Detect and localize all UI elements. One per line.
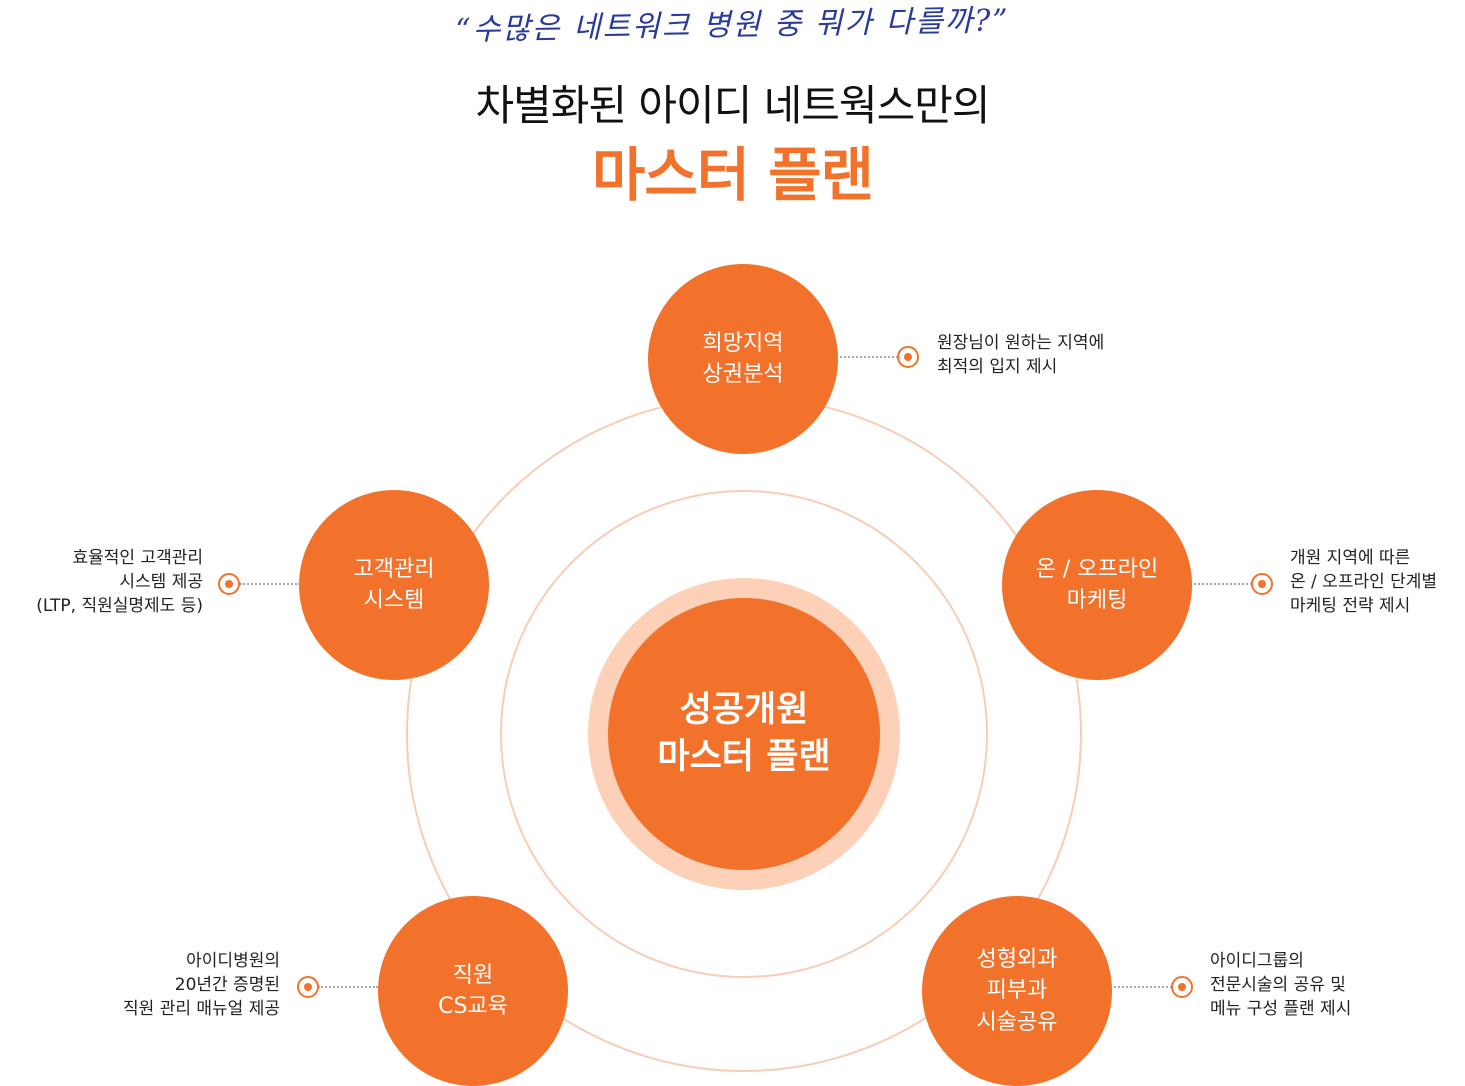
desc-line: 효율적인 고객관리 xyxy=(72,548,203,568)
node-staff-cs-training: 직원 CS교육 xyxy=(378,896,568,1086)
node-description: 원장님이 원하는 지역에 최적의 입지 제시 xyxy=(937,332,1104,380)
center-circle: 성공개원 마스터 플랜 xyxy=(608,598,880,870)
desc-line: 마케팅 전략 제시 xyxy=(1290,595,1411,616)
desc-line: 온 / 오프라인 단계별 xyxy=(1290,571,1438,592)
desc-line: 전문시술의 공유 및 xyxy=(1210,974,1346,995)
node-title-line: 고객관리 xyxy=(353,556,435,582)
node-title-line: CS교육 xyxy=(438,994,508,1019)
node-title-line: 시술공유 xyxy=(976,1009,1058,1035)
leader-line xyxy=(318,986,378,988)
bullet-dot-icon xyxy=(1251,573,1273,595)
desc-line: 직원 관리 매뉴얼 제공 xyxy=(123,998,280,1019)
node-description: 개원 지역에 따른 온 / 오프라인 단계별 마케팅 전략 제시 xyxy=(1290,547,1437,618)
node-title-line: 마케팅 xyxy=(1066,588,1128,613)
leader-line xyxy=(240,583,300,585)
page-title-highlight: 마스터 플랜 xyxy=(592,141,874,209)
center-label-line1: 성공개원 xyxy=(679,689,809,730)
node-title-line: 시스템 xyxy=(363,588,425,613)
node-title-line: 직원 xyxy=(452,962,494,988)
leader-line xyxy=(1194,583,1252,585)
bullet-dot-icon xyxy=(1171,976,1193,998)
inner-ring xyxy=(500,490,988,978)
node-title-line: 피부과 xyxy=(986,978,1048,1004)
desc-line: 메뉴 구성 플랜 제시 xyxy=(1210,998,1352,1019)
node-description: 효율적인 고객관리 시스템 제공 (LTP, 직원실명제도 등) xyxy=(0,547,203,618)
node-description: 아이디그룹의 전문시술의 공유 및 메뉴 구성 플랜 제시 xyxy=(1210,950,1351,1021)
node-procedure-sharing: 성형외과 피부과 시술공유 xyxy=(922,896,1112,1086)
node-description: 아이디병원의 20년간 증명된 직원 관리 매뉴얼 제공 xyxy=(60,950,280,1021)
desc-line: 20년간 증명된 xyxy=(174,974,280,995)
center-label-line2: 마스터 플랜 xyxy=(657,737,831,777)
node-title-line: 성형외과 xyxy=(976,947,1058,973)
desc-line: 개원 지역에 따른 xyxy=(1290,548,1411,568)
desc-line: 최적의 입지 제시 xyxy=(937,356,1058,377)
node-customer-management: 고객관리 시스템 xyxy=(299,490,489,680)
node-title-line: 온 / 오프라인 xyxy=(1035,556,1159,582)
leader-line xyxy=(1114,986,1172,988)
page-title: 차별화된 아이디 네트웍스만의 xyxy=(475,81,990,130)
bullet-dot-icon xyxy=(897,346,919,368)
desc-line: 아이디그룹의 xyxy=(1210,951,1304,971)
desc-line: (LTP, 직원실명제도 등) xyxy=(36,595,203,616)
node-title-line: 상권분석 xyxy=(702,362,784,387)
bullet-dot-icon xyxy=(218,573,240,595)
desc-line: 아이디병원의 xyxy=(186,951,280,971)
leader-line xyxy=(840,356,898,358)
node-location-analysis: 희망지역 상권분석 xyxy=(648,264,838,454)
desc-line: 원장님이 원하는 지역에 xyxy=(937,333,1105,353)
bullet-dot-icon xyxy=(297,976,319,998)
desc-line: 시스템 제공 xyxy=(119,571,203,592)
node-title-line: 희망지역 xyxy=(702,330,784,356)
node-marketing: 온 / 오프라인 마케팅 xyxy=(1002,490,1192,680)
